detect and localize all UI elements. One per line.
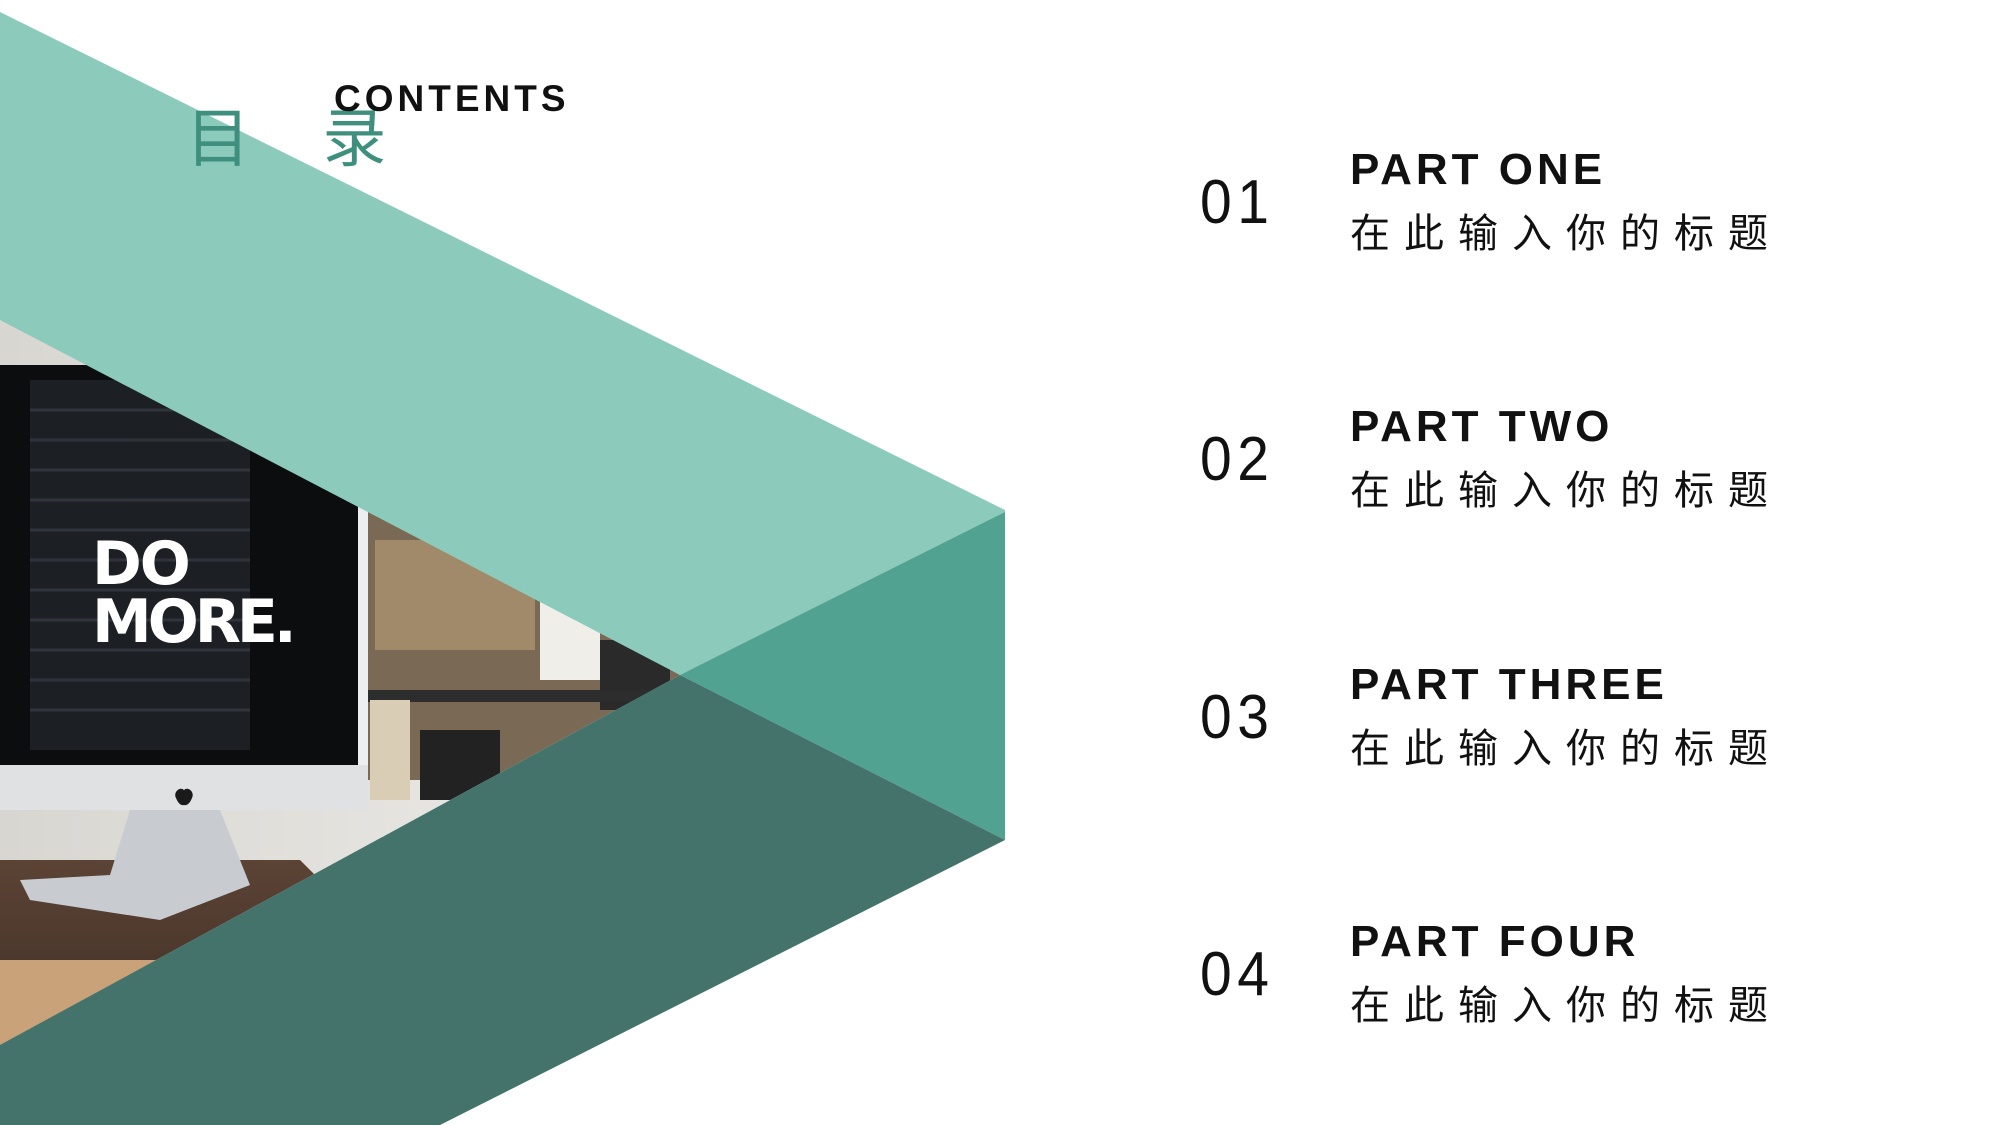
page-title: 目 录	[186, 103, 413, 177]
toc-item-3[interactable]: 03 PART THREE 在此输入你的标题	[1200, 663, 1900, 813]
toc-item-4[interactable]: 04 PART FOUR 在此输入你的标题	[1200, 920, 1900, 1070]
screen-text-more: MORE.	[92, 587, 293, 657]
toc-part-label: PART FOUR	[1350, 917, 1640, 966]
toc-number: 04	[1200, 940, 1275, 1009]
toc-subtitle: 在此输入你的标题	[1350, 983, 1782, 1029]
toc-subtitle: 在此输入你的标题	[1350, 726, 1782, 772]
toc-subtitle: 在此输入你的标题	[1350, 468, 1782, 514]
toc-number: 03	[1200, 683, 1275, 752]
apple-logo-icon	[175, 788, 193, 806]
toc-number: 01	[1200, 168, 1275, 237]
toc-number: 02	[1200, 425, 1275, 494]
toc-part-label: PART THREE	[1350, 660, 1668, 709]
screen-text-do: DO	[92, 529, 189, 599]
toc-item-1[interactable]: 01 PART ONE 在此输入你的标题	[1200, 148, 1900, 298]
toc-part-label: PART ONE	[1350, 145, 1607, 194]
chevron-band-mid	[680, 512, 1005, 840]
chevron-band-light	[0, 12, 1005, 675]
page-subtitle: CONTENTS	[334, 78, 570, 119]
toc-item-2[interactable]: 02 PART TWO 在此输入你的标题	[1200, 405, 1900, 555]
toc-part-label: PART TWO	[1350, 402, 1614, 451]
toc-subtitle: 在此输入你的标题	[1350, 211, 1782, 257]
chevron-band-dark	[0, 675, 1005, 1125]
